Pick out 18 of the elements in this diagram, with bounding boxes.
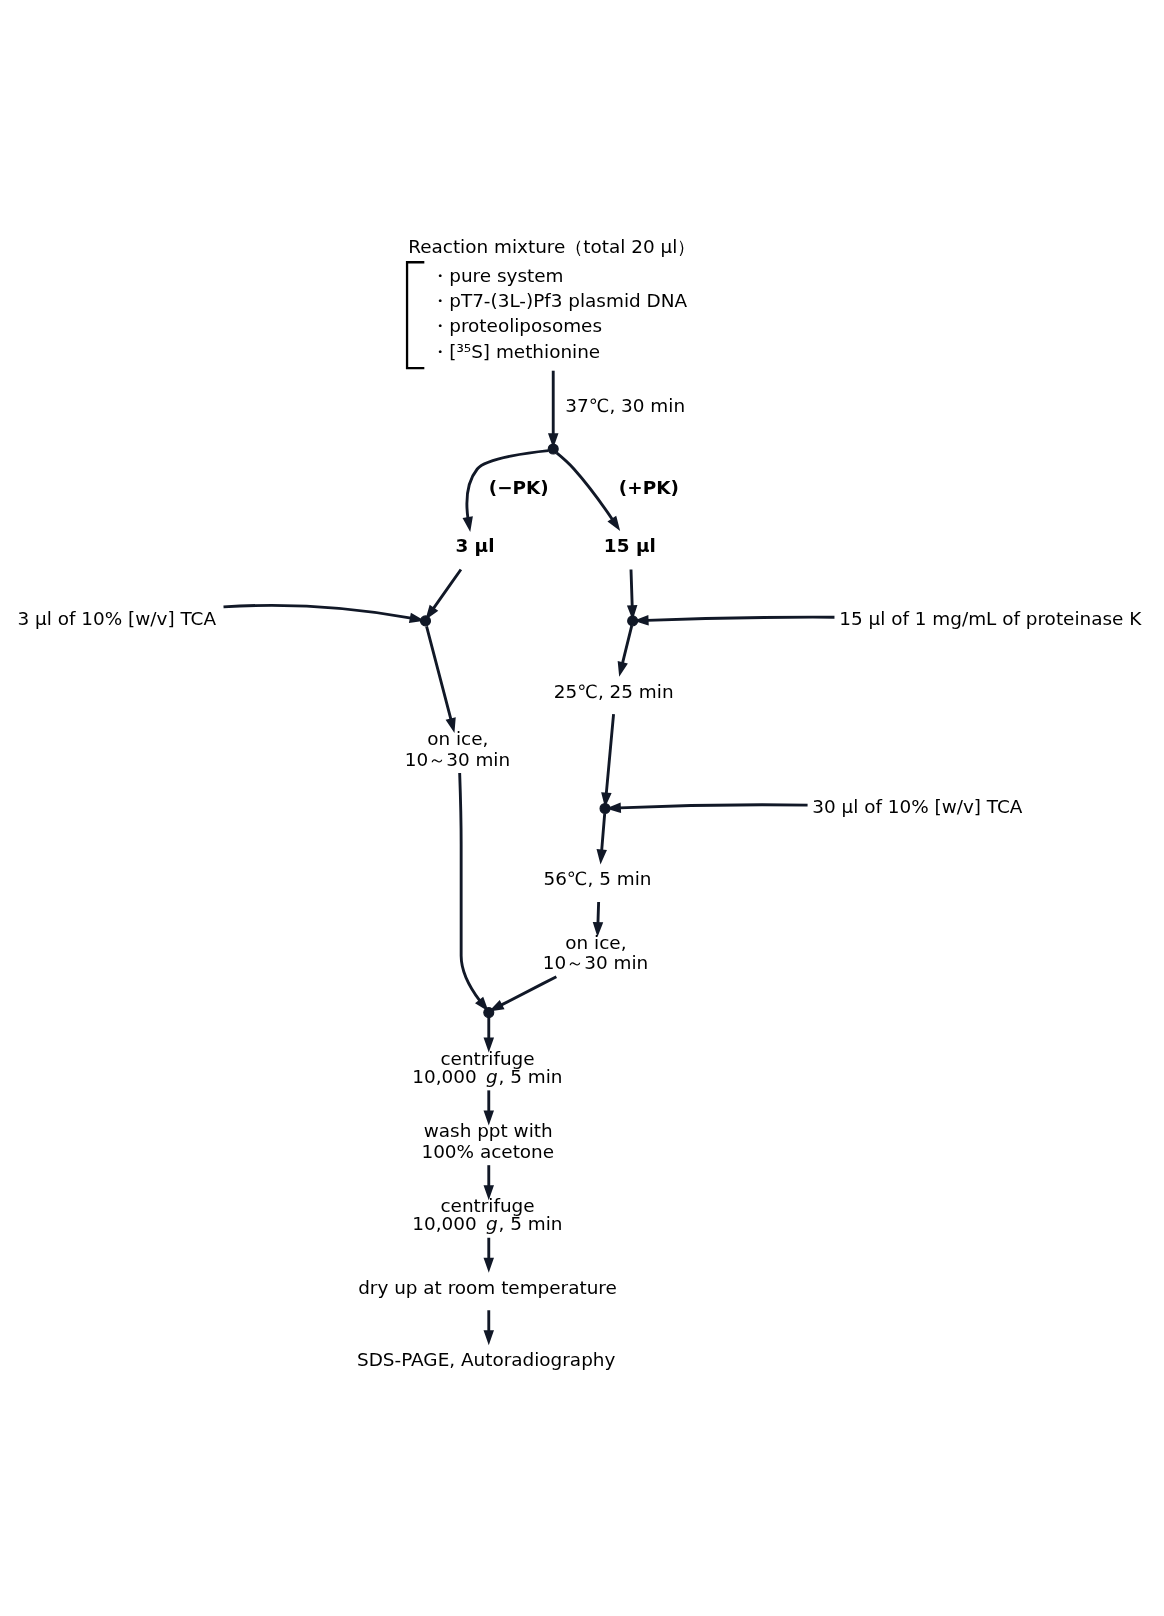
node-text: SDS-PAGE, Autoradiography: [356, 1348, 616, 1370]
node-text: Reaction mixture（total 20 µl） ・pure system ・pT7-(3L-)Pf3 plasmid DNA ・proteoliposomes ・[³⁵S] methionine: [408, 235, 696, 362]
node-text: 30 µl of 10% [w/v] TCA: [812, 795, 1023, 817]
node-text: 25℃, 25 min: [553, 680, 674, 702]
node-text: 3 µl: [455, 534, 495, 556]
node-text: 56℃, 5 min: [543, 867, 652, 889]
edge-label: (−PK): [488, 476, 549, 498]
node-text: dry up at room temperature: [358, 1276, 617, 1298]
node-text: 15 µl of 1 mg/mL of proteinase K: [839, 607, 1142, 629]
node-text: 3 µl of 10% [w/v] TCA: [17, 607, 217, 629]
node-text: wash ppt with 100% acetone: [421, 1119, 555, 1162]
node-text: 15 µl: [603, 534, 656, 556]
node-text: on ice, 10～30 min: [542, 931, 649, 973]
node-text: centrifuge 10,000 g, 5 min: [412, 1047, 563, 1087]
edge-label: 37℃, 30 min: [565, 394, 686, 416]
edge-label: (+PK): [618, 476, 679, 498]
node-text: centrifuge 10,000 g, 5 min: [412, 1194, 563, 1234]
node-text: on ice, 10～30 min: [404, 727, 511, 770]
